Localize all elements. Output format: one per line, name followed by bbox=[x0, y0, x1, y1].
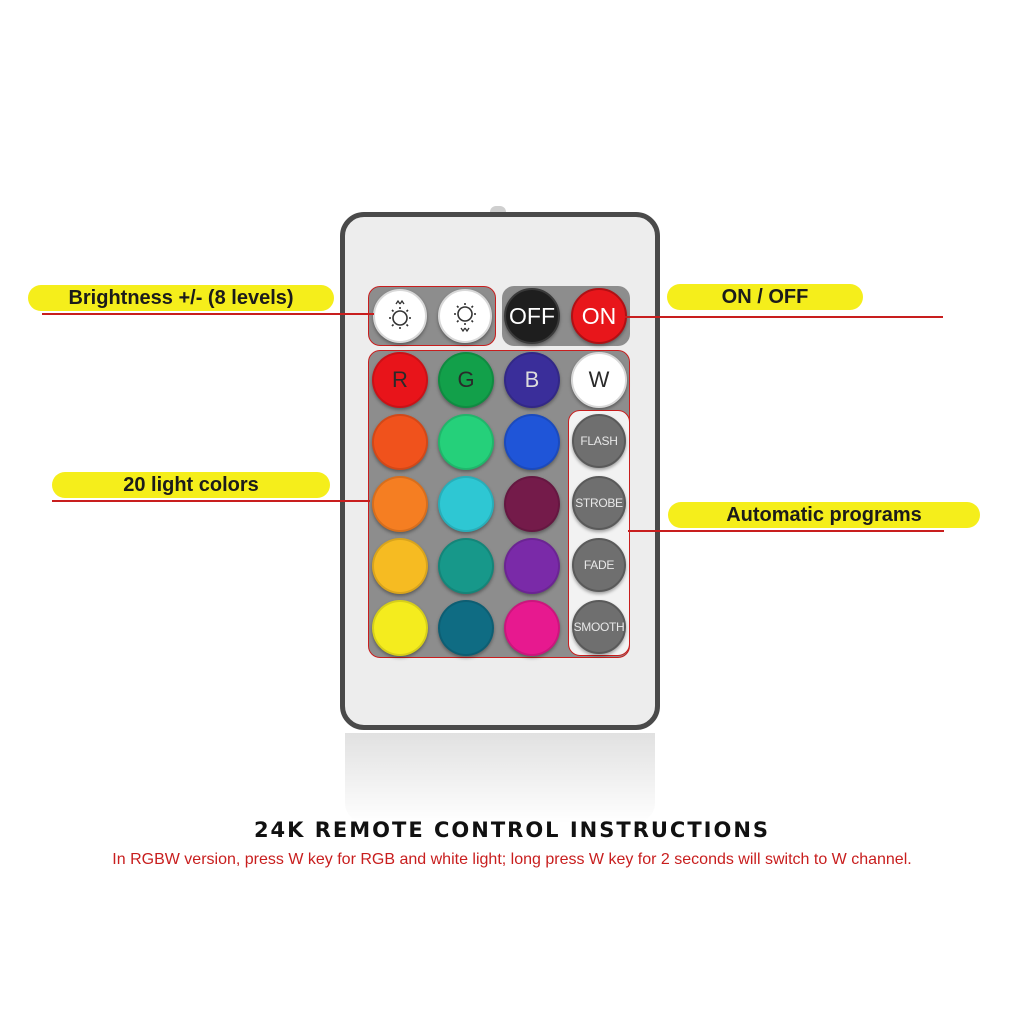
color-button-label: B bbox=[524, 367, 540, 392]
brightness-down-icon bbox=[454, 303, 476, 333]
program-button-label: FLASH bbox=[580, 434, 618, 448]
color-button-r2-c2[interactable] bbox=[438, 414, 494, 470]
color-button-r3-c1[interactable] bbox=[372, 476, 428, 532]
color-button-r5-c2[interactable] bbox=[438, 600, 494, 656]
off-button[interactable]: OFF bbox=[504, 288, 560, 344]
color-button-label: W bbox=[588, 367, 610, 392]
color-button-r4-c1[interactable] bbox=[372, 538, 428, 594]
color-button-w[interactable]: W bbox=[571, 352, 627, 408]
programs-callout: Automatic programs bbox=[668, 502, 980, 528]
on-label: ON bbox=[581, 302, 617, 329]
program-button-smooth[interactable]: SMOOTH bbox=[572, 600, 626, 654]
brightness-up-button[interactable] bbox=[373, 289, 427, 343]
color-button-label: R bbox=[392, 367, 408, 392]
brightness-leader-line bbox=[42, 313, 374, 315]
instructions-note: In RGBW version, press W key for RGB and… bbox=[112, 851, 912, 868]
color-button-r[interactable]: R bbox=[372, 352, 428, 408]
color-button-r5-c1[interactable] bbox=[372, 600, 428, 656]
on-button[interactable]: ON bbox=[571, 288, 627, 344]
instructions-title: 24K REMOTE CONTROL INSTRUCTIONS bbox=[253, 818, 771, 842]
color-button-g[interactable]: G bbox=[438, 352, 494, 408]
color-button-r5-c3[interactable] bbox=[504, 600, 560, 656]
remote-reflection bbox=[345, 733, 655, 823]
color-button-r2-c3[interactable] bbox=[504, 414, 560, 470]
program-button-label: STROBE bbox=[575, 496, 623, 510]
on-off-callout: ON / OFF bbox=[667, 284, 863, 310]
color-button-r2-c1[interactable] bbox=[372, 414, 428, 470]
colors-callout: 20 light colors bbox=[52, 472, 330, 498]
color-button-r4-c2[interactable] bbox=[438, 538, 494, 594]
programs-leader-line bbox=[628, 530, 944, 532]
program-button-label: SMOOTH bbox=[573, 620, 625, 634]
color-button-label: G bbox=[457, 367, 475, 392]
off-label: OFF bbox=[509, 302, 555, 329]
program-button-flash[interactable]: FLASH bbox=[572, 414, 626, 468]
colors-leader-line bbox=[52, 500, 370, 502]
brightness-callout: Brightness +/- (8 levels) bbox=[28, 285, 334, 311]
color-button-r3-c3[interactable] bbox=[504, 476, 560, 532]
on-off-leader-line bbox=[625, 316, 943, 318]
color-button-r4-c3[interactable] bbox=[504, 538, 560, 594]
color-button-r3-c2[interactable] bbox=[438, 476, 494, 532]
program-button-label: FADE bbox=[583, 558, 615, 572]
program-button-fade[interactable]: FADE bbox=[572, 538, 626, 592]
color-button-b[interactable]: B bbox=[504, 352, 560, 408]
brightness-down-button[interactable] bbox=[438, 289, 492, 343]
brightness-up-icon bbox=[389, 299, 411, 329]
program-button-strobe[interactable]: STROBE bbox=[572, 476, 626, 530]
remote-top-notch bbox=[490, 206, 506, 214]
